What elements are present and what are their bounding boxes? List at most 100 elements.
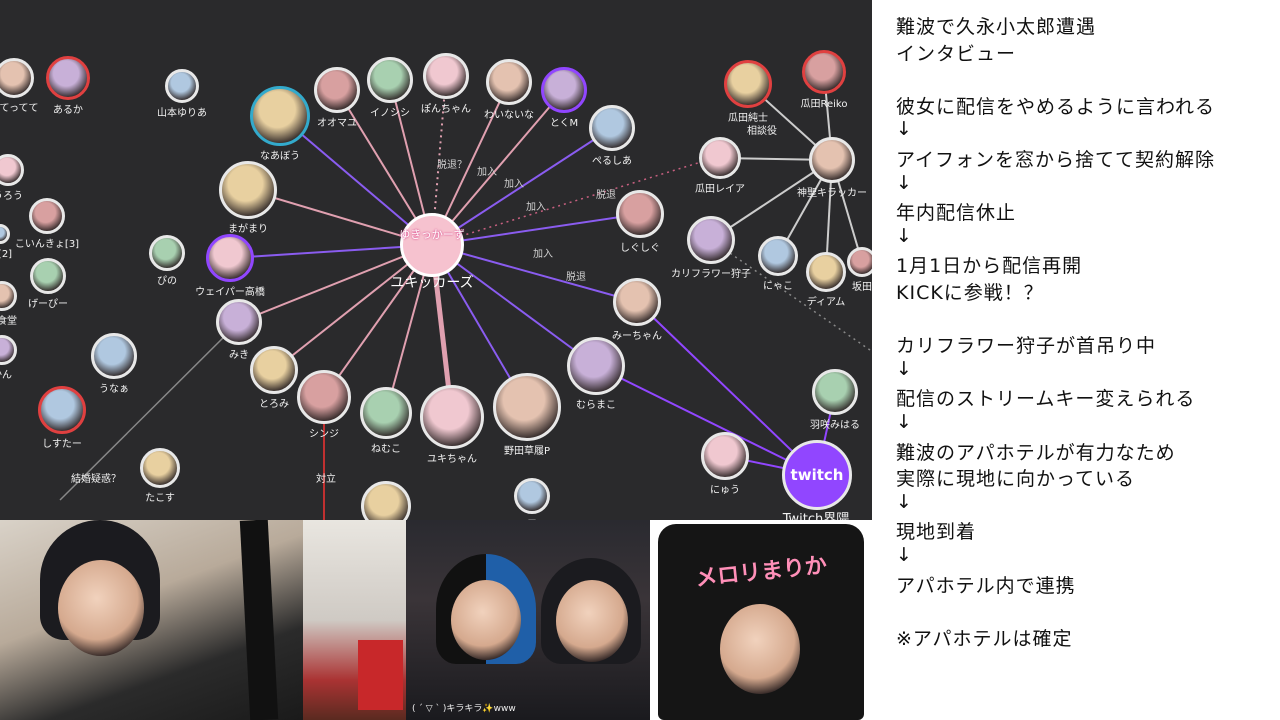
label-shinji: シンジ (309, 429, 339, 440)
label-inoshishi: イノシシ (370, 108, 410, 119)
label-bonchan: ぽんちゃん (421, 104, 471, 115)
twitch-node[interactable] (782, 440, 852, 510)
node-magamari[interactable] (219, 161, 277, 219)
node-mi[interactable] (361, 481, 411, 520)
node-yukichan[interactable] (420, 385, 484, 449)
edge-shigushigu (431, 213, 641, 246)
note-line: 彼女に配信をやめるように言われる (896, 95, 1216, 118)
hub-logo-text: ゆきっかーず (399, 228, 465, 241)
edge-tokum (431, 89, 565, 246)
node-shigushigu[interactable] (616, 190, 664, 238)
node-miichan[interactable] (613, 278, 661, 326)
label-shokudo: 夜食堂 (0, 316, 17, 327)
label-diamu: ディアム (806, 297, 846, 308)
note-line: KICKに参戦！？ (896, 282, 1044, 304)
node-miki[interactable] (216, 299, 262, 345)
label-nyuu: にゅう (710, 485, 740, 496)
node-tokum[interactable] (541, 67, 587, 113)
hub-node[interactable] (400, 213, 464, 277)
shirt-print-face (720, 604, 800, 694)
red-bag (358, 640, 403, 710)
node-hanemi[interactable] (812, 369, 858, 415)
node-shisutaa[interactable] (38, 386, 86, 434)
edge-muramako (431, 244, 597, 367)
label-wainaina: わいないな (484, 110, 534, 121)
note-line: 難波で久永小太郎遭遇 (896, 16, 1097, 38)
hub-label: ユキッカーズ (390, 275, 474, 291)
node-kan[interactable] (0, 335, 17, 365)
node-wainaina[interactable] (486, 59, 532, 105)
relationship-graph: みてっててあるか山本ゆりあなあぼうオオマユイノシシぽんちゃんわいないなとくMぺる… (0, 0, 872, 520)
node-reia[interactable] (699, 137, 741, 179)
note-line: 実際に現地に向かっている (896, 468, 1136, 491)
twitch-label: Twitch界隈 (782, 512, 850, 520)
label-urotou: うろう (0, 191, 23, 202)
node-karifu[interactable] (687, 216, 735, 264)
note-line: ※アパホテルは確定 (896, 627, 1073, 650)
node-miteyte[interactable] (0, 58, 34, 98)
shirt-title: メロリまりか (694, 553, 829, 592)
label-reiko: 瓜田Reiko (800, 99, 848, 110)
node-weiper[interactable] (206, 234, 254, 282)
node-oomau[interactable] (314, 67, 360, 113)
node-ro[interactable] (514, 478, 550, 514)
node-koinkyo[interactable] (29, 198, 65, 234)
node-torumi[interactable] (250, 346, 298, 394)
node-gepii[interactable] (30, 258, 66, 294)
node-bonchan[interactable] (423, 53, 469, 99)
label-muramako: むらまこ (576, 400, 616, 411)
arrow-down: ↓ (896, 118, 913, 141)
node-yamamoto[interactable] (165, 69, 199, 103)
note-line: インタビュー (896, 42, 1017, 65)
label-perushia: ぺるしあ (592, 156, 632, 167)
label-miki: みき (229, 350, 249, 361)
label-shigushigu: しぐしぐ (620, 243, 660, 254)
node-aruka[interactable] (46, 56, 90, 100)
node-urotou[interactable] (0, 154, 24, 186)
photo-two-streamers: ( ´ ▽ ` )キラキラ✨www (406, 520, 650, 720)
label-gepii: げーぴー (28, 299, 68, 310)
node-shinsei[interactable] (809, 137, 855, 183)
node-shokudo[interactable] (0, 281, 17, 311)
label-n2: ん[2] (0, 249, 13, 260)
photo-hotel-room (303, 520, 406, 720)
node-n2[interactable] (0, 224, 10, 244)
edge-bonchan (431, 75, 447, 246)
node-perushia[interactable] (589, 105, 635, 151)
note-line: アイフォンを窓から捨てて契約解除 (896, 149, 1216, 171)
edge-label: 脱退 (566, 272, 586, 283)
label-aruka: あるか (53, 105, 83, 116)
label-nemuko: ねむこ (371, 444, 401, 455)
edge-label: 加入 (504, 179, 524, 190)
node-nemuko[interactable] (360, 387, 412, 439)
node-muramako[interactable] (567, 337, 625, 395)
label-taiitsu: 対立 (316, 474, 336, 485)
node-urida[interactable] (724, 60, 772, 108)
label-urida: 瓜田純士 (728, 113, 768, 124)
edge-label: 脱退？ (437, 160, 467, 171)
edge-twitch-muramako (595, 365, 818, 476)
edge-label: 加入 (526, 202, 546, 213)
node-inoshishi[interactable] (367, 57, 413, 103)
note-line: 配信のストリームキー変えられる (896, 388, 1196, 411)
arrow-down: ↓ (896, 411, 913, 433)
node-unaa[interactable] (91, 333, 137, 379)
node-reiko[interactable] (802, 50, 846, 94)
label-kekkon: 結婚疑惑？ (71, 474, 121, 485)
node-naabou[interactable] (250, 86, 310, 146)
node-diamu[interactable] (806, 252, 846, 292)
label-saka: 坂田 (852, 282, 872, 293)
node-piyo[interactable] (149, 235, 185, 271)
node-nyuu[interactable] (701, 432, 749, 480)
edge-arrow-miki (59, 321, 240, 501)
node-noda[interactable] (493, 373, 561, 441)
face-left (451, 580, 521, 660)
node-shinji[interactable] (297, 370, 351, 424)
node-saka[interactable] (847, 247, 872, 277)
node-takosu[interactable] (140, 448, 180, 488)
node-nyako[interactable] (758, 236, 798, 276)
label-shinsei: 神聖キラッカー (797, 188, 867, 199)
edge-label: 脱退 (596, 190, 616, 201)
label-ro: ロ (527, 515, 537, 520)
arrow-down: ↓ (896, 490, 913, 513)
